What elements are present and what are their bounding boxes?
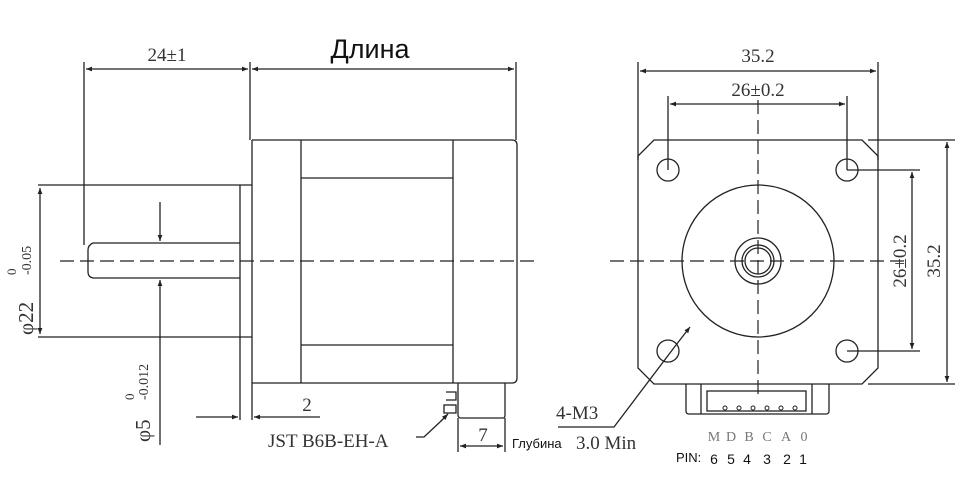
vertical-hole-spacing-label: 26±0.2 [890, 234, 911, 287]
svg-text:2: 2 [783, 451, 791, 467]
connector-label: JST B6B-EH-A [268, 431, 389, 452]
depth-prefix: Глубина [512, 436, 562, 451]
connector-offset-label: 7 [478, 425, 488, 446]
svg-text:4: 4 [743, 451, 751, 467]
shaft-diameter-label: φ5 0 -0.012 [122, 364, 155, 442]
boss-height-label: 2 [302, 395, 312, 416]
depth-value: 3.0 Min [576, 433, 637, 454]
svg-text:0: 0 [801, 430, 808, 445]
svg-text:M: M [708, 430, 721, 445]
front-width-label: 35.2 [741, 46, 774, 67]
svg-text:5: 5 [727, 451, 735, 467]
svg-text:0: 0 [122, 394, 137, 401]
flange-diameter-label: φ22 0 -0.05 [4, 246, 38, 335]
svg-text:D: D [726, 430, 736, 445]
pin-prefix: PIN: [676, 450, 701, 465]
svg-text:0: 0 [4, 269, 19, 276]
svg-text:φ22: φ22 [14, 302, 38, 335]
side-view [37, 62, 518, 452]
svg-text:-0.05: -0.05 [20, 246, 35, 275]
svg-text:C: C [762, 430, 771, 445]
hole-spacing-label: 26±0.2 [731, 80, 784, 101]
svg-text:B: B [744, 430, 753, 445]
svg-text:1: 1 [799, 451, 807, 467]
svg-text:A: A [781, 430, 792, 445]
body-length-label: Длина [330, 34, 410, 64]
shaft-length-label: 24±1 [148, 45, 187, 66]
svg-text:-0.012: -0.012 [137, 364, 152, 400]
front-height-label: 35.2 [924, 244, 945, 277]
svg-text:3: 3 [763, 451, 771, 467]
pin-numbers: 6 5 4 3 2 1 [710, 451, 807, 467]
svg-text:6: 6 [710, 451, 718, 467]
pin-letters: M D B C A 0 [708, 430, 808, 445]
svg-text:φ5: φ5 [131, 419, 155, 442]
mount-holes-label: 4-M3 [556, 403, 598, 424]
